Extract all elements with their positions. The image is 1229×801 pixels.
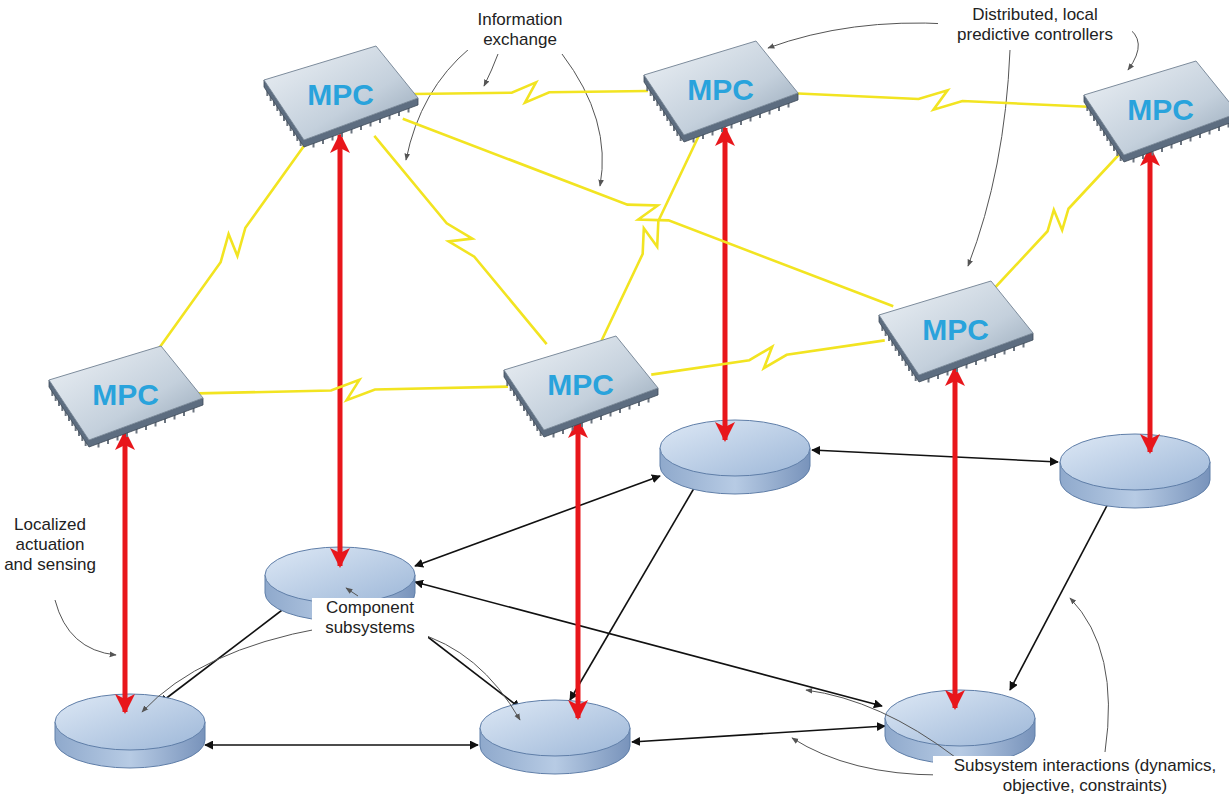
chip-face [1084, 61, 1229, 155]
information-link [403, 119, 894, 306]
interaction-arrow [205, 744, 478, 746]
controller-label: MPC [687, 75, 754, 105]
actuation-arrow [338, 135, 343, 566]
interaction-arrow [1010, 496, 1112, 690]
interaction-arrow [415, 476, 660, 566]
actuation-arrow [1148, 148, 1153, 452]
leader-line [562, 54, 602, 186]
information-link [651, 340, 885, 374]
callout-label: Information exchange [463, 10, 577, 50]
leader-line [968, 50, 1010, 266]
information-link [198, 380, 508, 400]
controller-label: MPC [547, 370, 614, 400]
information-link [601, 134, 699, 341]
mpc-chip: MPC [1078, 55, 1229, 165]
chip-face [879, 281, 1033, 375]
subsystem-disk [480, 700, 630, 774]
interaction-arrow [415, 582, 882, 706]
actuation-arrow [953, 368, 958, 708]
disk-top [660, 420, 810, 476]
leader-line [346, 588, 358, 596]
disk-top [55, 694, 205, 750]
chip-face [504, 336, 658, 430]
interaction-arrow [570, 478, 700, 700]
information-link [156, 137, 311, 353]
mpc-chip: MPC [498, 330, 663, 440]
disk-top [1060, 434, 1210, 490]
mpc-chip: MPC [638, 35, 803, 145]
chip-face [644, 41, 798, 135]
information-link [374, 136, 546, 344]
disk-top [885, 690, 1035, 746]
chip-face [49, 346, 203, 440]
callout-label: Subsystem interactions (dynamics, object… [933, 756, 1229, 796]
information-link [413, 82, 648, 102]
controller-label: MPC [922, 315, 989, 345]
leader-line [1070, 598, 1108, 752]
leader-line [484, 54, 498, 86]
leader-line [414, 632, 520, 720]
controller-label: MPC [1127, 95, 1194, 125]
callout-label: Component subsystems [312, 598, 428, 638]
interaction-arrow [632, 726, 885, 742]
subsystem-disk [1060, 434, 1210, 508]
disk-top [480, 700, 630, 756]
actuation-arrow [723, 128, 728, 440]
information-link [993, 150, 1124, 291]
controller-label: MPC [92, 380, 159, 410]
mpc-chip: MPC [873, 275, 1038, 385]
interaction-arrow [160, 604, 290, 703]
mpc-chip: MPC [258, 40, 423, 150]
information-link [793, 90, 1088, 109]
callout-label: Localized actuation and sensing [2, 515, 98, 575]
chip-face [264, 46, 418, 140]
mpc-chip: MPC [43, 340, 208, 450]
subsystem-disk [885, 690, 1035, 764]
leader-line [142, 628, 322, 712]
subsystem-disk [55, 694, 205, 768]
leader-line [55, 600, 116, 655]
leader-line [806, 690, 955, 757]
leader-line [792, 738, 940, 775]
callout-label: Distributed, local predictive controller… [938, 5, 1132, 45]
controller-label: MPC [307, 80, 374, 110]
actuation-arrow [123, 432, 128, 712]
leader-line [768, 23, 950, 48]
actuation-arrow [576, 420, 581, 718]
subsystem-disk [660, 420, 810, 494]
interaction-arrow [812, 450, 1058, 462]
